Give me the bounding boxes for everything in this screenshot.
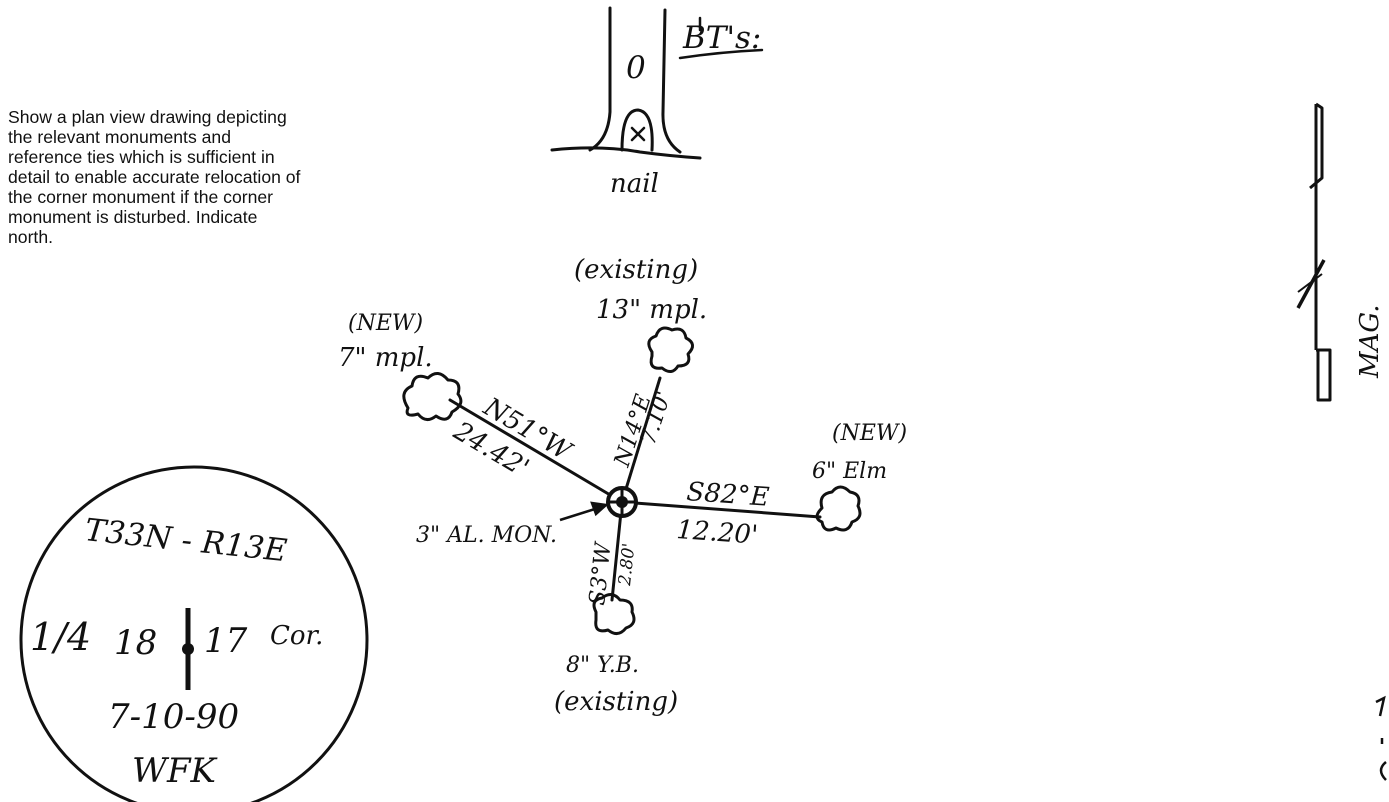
tie-e-distance: 12.20' [676, 515, 759, 551]
monument-cap-circle [19, 465, 369, 802]
north-arrow [1296, 102, 1332, 402]
tie-line-s [610, 500, 624, 602]
title-underline [678, 48, 764, 60]
ground-line [550, 146, 702, 160]
instruction-line: detail to enable accurate relocation of [8, 167, 301, 187]
north-arrow-label: MAG. [1355, 304, 1385, 379]
tree-trunk-left [588, 6, 612, 152]
tree-n-name: 13" mpl. [596, 295, 707, 325]
monument-symbol [606, 486, 638, 518]
cap-left-section: 18 [114, 623, 157, 663]
nail-label: nail [610, 169, 659, 199]
blaze [620, 108, 654, 152]
tie-e-bearing: S82°E [686, 477, 771, 513]
cap-fraction: 1/4 [30, 615, 91, 659]
cap-right-section: 17 [204, 621, 248, 661]
tree-s-name: 8" Y.B. [566, 653, 639, 678]
monument-arrow [559, 501, 609, 522]
bt-nail-sketch [550, 6, 764, 160]
nail-x-mark [630, 126, 646, 142]
cap-cor-label: Cor. [270, 621, 323, 651]
tree-symbol-e [815, 485, 862, 532]
tree-e-name: 6" Elm [812, 459, 887, 484]
tie-s-distance: 2.80' [615, 542, 639, 587]
tree-nw-name: 7" mpl. [338, 343, 433, 373]
tie-line-nw [448, 398, 624, 504]
cap-township-range: T33N - R13E [83, 512, 289, 569]
tree-nw-status: (NEW) [348, 311, 423, 336]
instruction-line: north. [8, 227, 53, 247]
instruction-line: reference ties which is sufficient in [8, 147, 275, 167]
tie-line-e [620, 500, 822, 519]
tree-n-status: (existing) [574, 255, 698, 285]
tree-symbol-n [647, 326, 694, 373]
cap-date: 7-10-90 [108, 697, 239, 737]
tree-s-status: (existing) [554, 687, 678, 717]
tree-symbol-nw [402, 372, 463, 421]
bt-tag-label: 0 [626, 50, 646, 86]
instruction-line: the relevant monuments and [8, 127, 231, 147]
tie-line-n [620, 376, 662, 504]
tree-e-status: (NEW) [832, 421, 907, 446]
edge-marks [1375, 695, 1387, 781]
instruction-line: monument is disturbed. Indicate [8, 207, 258, 227]
tree-trunk-right [661, 8, 682, 154]
cap-center-dot [182, 643, 194, 655]
bt-title: BT's: [682, 20, 761, 56]
cap-initials: WFK [132, 751, 219, 791]
tree-symbol-s [592, 593, 636, 635]
instructions-text: Show a plan view drawing depicting the r… [8, 107, 433, 247]
instruction-line: the corner monument if the corner [8, 187, 274, 207]
instruction-line: Show a plan view drawing depicting [8, 107, 287, 127]
monument-label: 3" AL. MON. [416, 523, 557, 548]
